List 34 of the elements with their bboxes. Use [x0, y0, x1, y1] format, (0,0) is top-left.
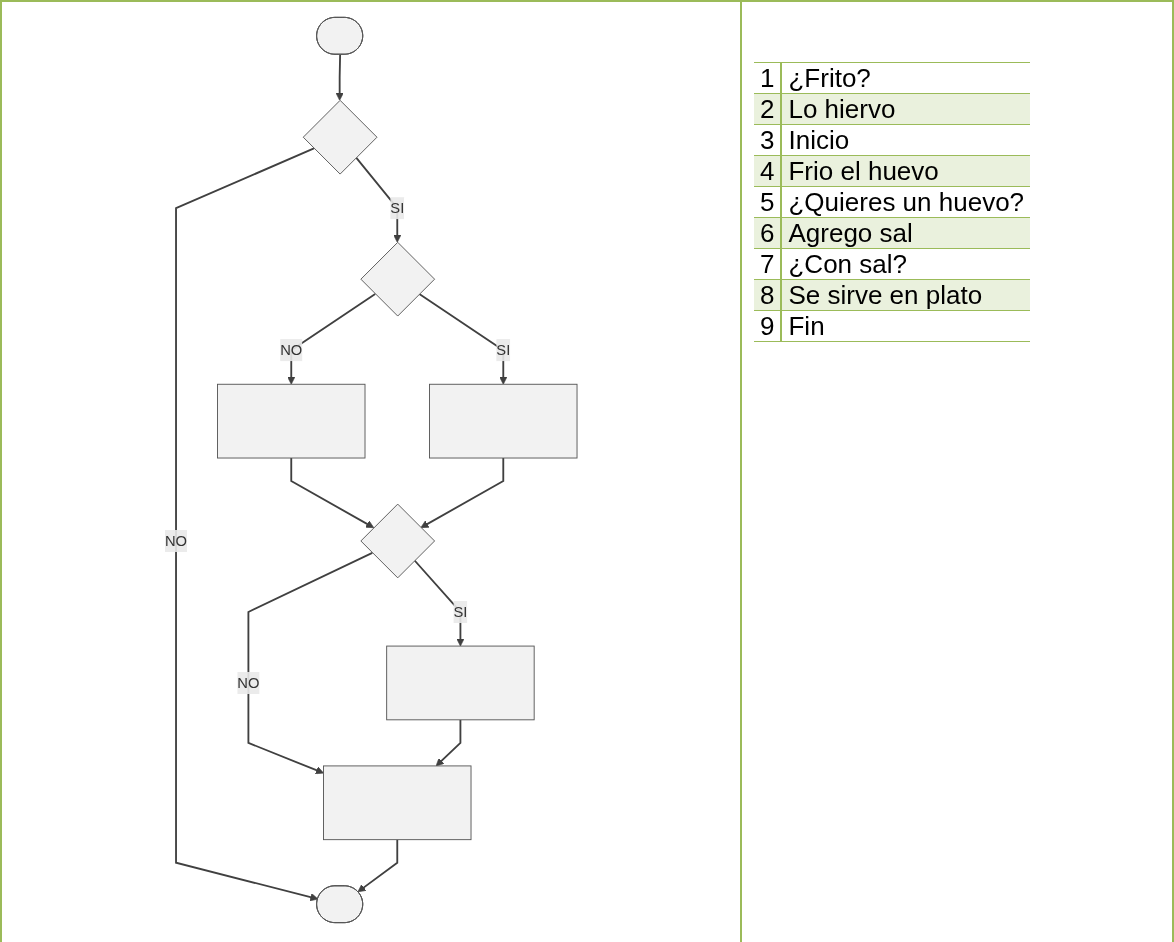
node-box — [429, 383, 578, 459]
arrow — [355, 156, 402, 243]
edge-label: NO — [237, 674, 260, 691]
arrow — [418, 293, 508, 385]
step-description: Frio el huevo — [781, 155, 1031, 187]
arrow — [247, 551, 374, 775]
edge-label: SI — [453, 603, 468, 620]
step-description: Fin — [781, 310, 1031, 342]
step-number: 2 — [754, 93, 782, 125]
edge-label: SI — [496, 341, 511, 358]
arrow — [435, 718, 462, 767]
edge-label: NO — [164, 532, 188, 549]
step-number: 8 — [754, 279, 782, 311]
arrow — [420, 457, 505, 529]
edge-label: SI — [390, 199, 405, 216]
step-number: 6 — [754, 217, 782, 249]
node-box — [386, 645, 535, 721]
step-number: 4 — [754, 155, 782, 187]
step-number: 9 — [754, 310, 782, 342]
arrow — [175, 147, 319, 902]
node-box — [217, 383, 366, 459]
node-diamond — [360, 503, 436, 579]
step-description: Agrego sal — [781, 217, 1031, 249]
node-diamond — [360, 241, 436, 317]
step-description: Lo hiervo — [781, 93, 1031, 125]
step-description: Se sirve en plato — [781, 279, 1031, 311]
edge-label: NO — [280, 341, 303, 358]
node-diamond — [302, 99, 378, 175]
arrow — [290, 457, 375, 529]
arrow — [357, 838, 399, 893]
arrow — [287, 293, 377, 385]
arrow — [335, 53, 344, 101]
node-box — [323, 765, 472, 841]
arrow — [413, 559, 465, 647]
